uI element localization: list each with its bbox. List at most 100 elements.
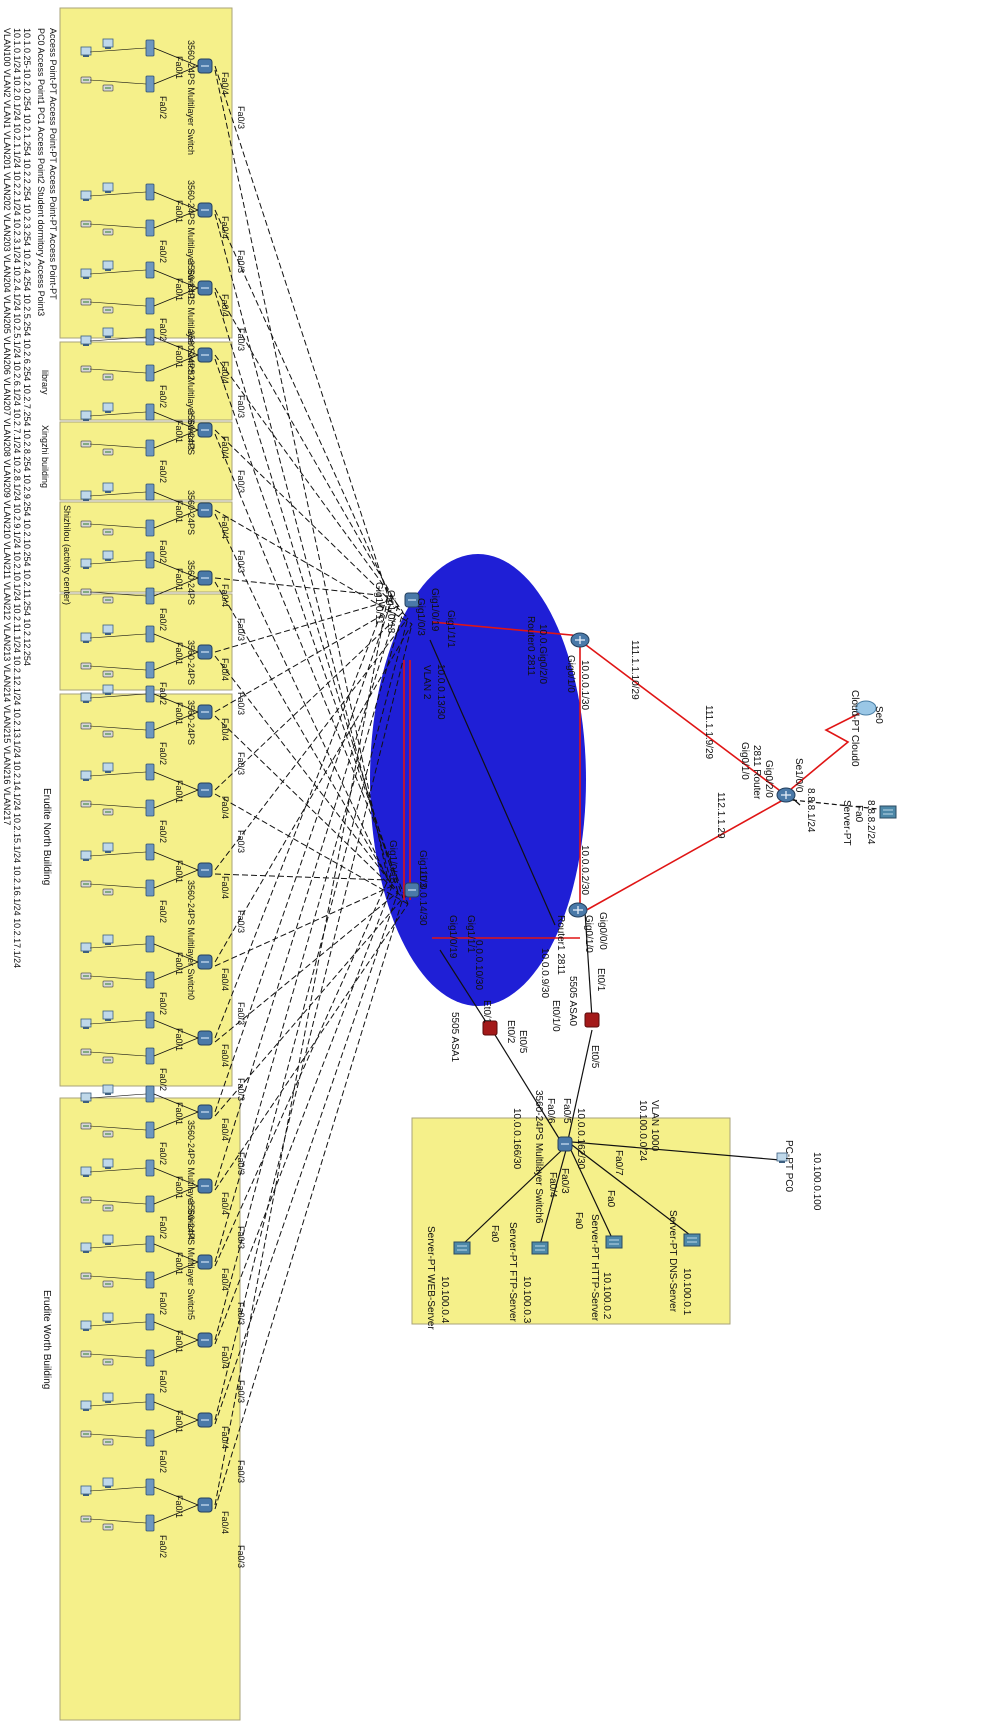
access-switch-a-16-body <box>146 1314 154 1330</box>
pc-a-6-screen <box>81 559 91 567</box>
pc-b-13-stand <box>105 1093 111 1095</box>
pc-b-4-stand <box>105 411 111 413</box>
port-gig-c: Gig1/0/3 <box>415 598 426 636</box>
pc-b-9-screen <box>103 763 113 771</box>
pc-a-14-screen <box>81 1167 91 1175</box>
access-switch-b-9-body <box>146 800 154 816</box>
et05-b: Et0/5 <box>589 1045 600 1069</box>
core-ip-b2: 0.0.0.10/30 <box>473 940 484 990</box>
access-switch-b-16 <box>146 1350 154 1366</box>
access-switch-b-8 <box>146 722 154 738</box>
access-switch-a-15-body <box>146 1236 154 1252</box>
port-fa04-6: Fa0/4 <box>220 584 230 607</box>
port-fa04-1: Fa0/4 <box>220 216 230 239</box>
port-fa02-15: Fa0/2 <box>158 1292 168 1315</box>
access-switch-a-2 <box>146 262 154 278</box>
access-switch-a-10 <box>146 844 154 860</box>
access-switch-a-8-body <box>146 686 154 702</box>
http-label: Server-PT HTTP-Server <box>589 1214 600 1322</box>
access-switch-b-18-body <box>146 1515 154 1531</box>
uplink-top-6 <box>215 578 388 596</box>
access-switch-a-1 <box>146 184 154 200</box>
pc-b-1-stand <box>105 191 111 193</box>
port-gig-e: Gig1/1/1 <box>445 610 456 648</box>
pc-b-14-stand <box>105 1167 111 1169</box>
ftp-label: Server-PT FTP-Server <box>507 1222 518 1322</box>
port-fa03-17: Fa0/3 <box>236 1460 246 1483</box>
uplink-top-18 <box>215 596 388 1505</box>
port-fa02-11: Fa0/2 <box>158 992 168 1015</box>
pc-a-0-stand <box>83 55 89 57</box>
r1-gig01: Gig0/1/0 <box>583 915 594 953</box>
pc-a-8-screen <box>81 693 91 701</box>
access-switch-b-0 <box>146 76 154 92</box>
port-fa04-7: Fa0/4 <box>220 658 230 681</box>
ap-row: Access Point-PT Access Point-PT Access P… <box>48 28 58 300</box>
port-fa02-18: Fa0/2 <box>158 1535 168 1558</box>
range-row: 10.1.0.25-10.2.0.254 10.2.1.254 10.2.2.2… <box>22 28 32 666</box>
multilayer-switch-9 <box>198 783 212 797</box>
vlan-row: VLAN100 VLAN2 VLAN1 VLAN201 VLAN202 VLAN… <box>2 28 12 825</box>
ap-b-14 <box>103 1205 113 1211</box>
access-switch-b-5 <box>146 520 154 536</box>
web-label: Server-PT WEB-Server <box>425 1226 436 1330</box>
port-fa01-15: Fa0/1 <box>174 1252 184 1275</box>
pc-a-13-screen <box>81 1093 91 1101</box>
pc-b-0-stand <box>105 47 111 49</box>
pc-a-11-screen <box>81 943 91 951</box>
net1000-label: 10.100.0.0/24 <box>637 1100 648 1162</box>
access-switch-a-6 <box>146 552 154 568</box>
access-switch-a-1-body <box>146 184 154 200</box>
ip-ms: 10.0.0.162/30 <box>575 1108 586 1170</box>
port-fa02-3: Fa0/2 <box>158 385 168 408</box>
ap-a-14 <box>81 1197 91 1203</box>
core-ip-top: 10.0.0.13/30 <box>435 664 446 720</box>
ap-a-18 <box>81 1516 91 1522</box>
pc-b-8-screen <box>103 685 113 693</box>
access-switch-b-4-body <box>146 440 154 456</box>
pc-a-7-stand <box>83 641 89 643</box>
pc-a-18-stand <box>83 1494 89 1496</box>
vlan2-label: VLAN 2 <box>421 665 432 700</box>
pc-a-9-stand <box>83 779 89 781</box>
access-switch-a-8 <box>146 686 154 702</box>
access-switch-a-17 <box>146 1394 154 1410</box>
port-fa04-18: Fa0/4 <box>220 1511 230 1534</box>
pc-b-10-stand <box>105 851 111 853</box>
port-fa01-17: Fa0/1 <box>174 1410 184 1433</box>
pc-b-12-screen <box>103 1011 113 1019</box>
pc-b-18-screen <box>103 1478 113 1486</box>
multilayer-switch-17 <box>198 1413 212 1427</box>
multilayer-switch-8 <box>198 705 212 719</box>
pc-a-15-stand <box>83 1251 89 1253</box>
ap-b-12 <box>103 1057 113 1063</box>
access-switch-a-12-body <box>146 1012 154 1028</box>
access-switch-a-7-body <box>146 626 154 642</box>
web-server <box>454 1242 470 1254</box>
access-switch-a-10-body <box>146 844 154 860</box>
switch-label-0: 3560-24PS Multilayer Switch <box>186 40 196 155</box>
multilayer-switch-14 <box>198 1179 212 1193</box>
pc-b-2-screen <box>103 261 113 269</box>
access-switch-a-4 <box>146 404 154 420</box>
multilayer-switch6 <box>558 1137 572 1151</box>
ftp-ip: 10.100.0.3 <box>521 1276 532 1324</box>
pc-b-11-stand <box>105 943 111 945</box>
xingzhi-label: Xingzhi building <box>40 425 50 488</box>
port-fa01-12: Fa0/1 <box>174 1028 184 1051</box>
port-fa01-10: Fa0/1 <box>174 860 184 883</box>
port-fa03-6: Fa0/3 <box>236 618 246 641</box>
ap-b-18 <box>103 1524 113 1530</box>
uplink-bottom-15 <box>215 880 388 1266</box>
pc-a-16-stand <box>83 1329 89 1331</box>
access-switch-b-1-body <box>146 220 154 236</box>
fa04-ms: Fa0/4 <box>547 1172 558 1198</box>
uplink-top-13 <box>215 600 392 1112</box>
access-switch-b-18 <box>146 1515 154 1531</box>
pc-a-1-stand <box>83 199 89 201</box>
access-switch-b-4 <box>146 440 154 456</box>
core-switch-bottom <box>405 883 419 897</box>
pc-a-14-stand <box>83 1175 89 1177</box>
port-fa01-5: Fa0/1 <box>174 500 184 523</box>
